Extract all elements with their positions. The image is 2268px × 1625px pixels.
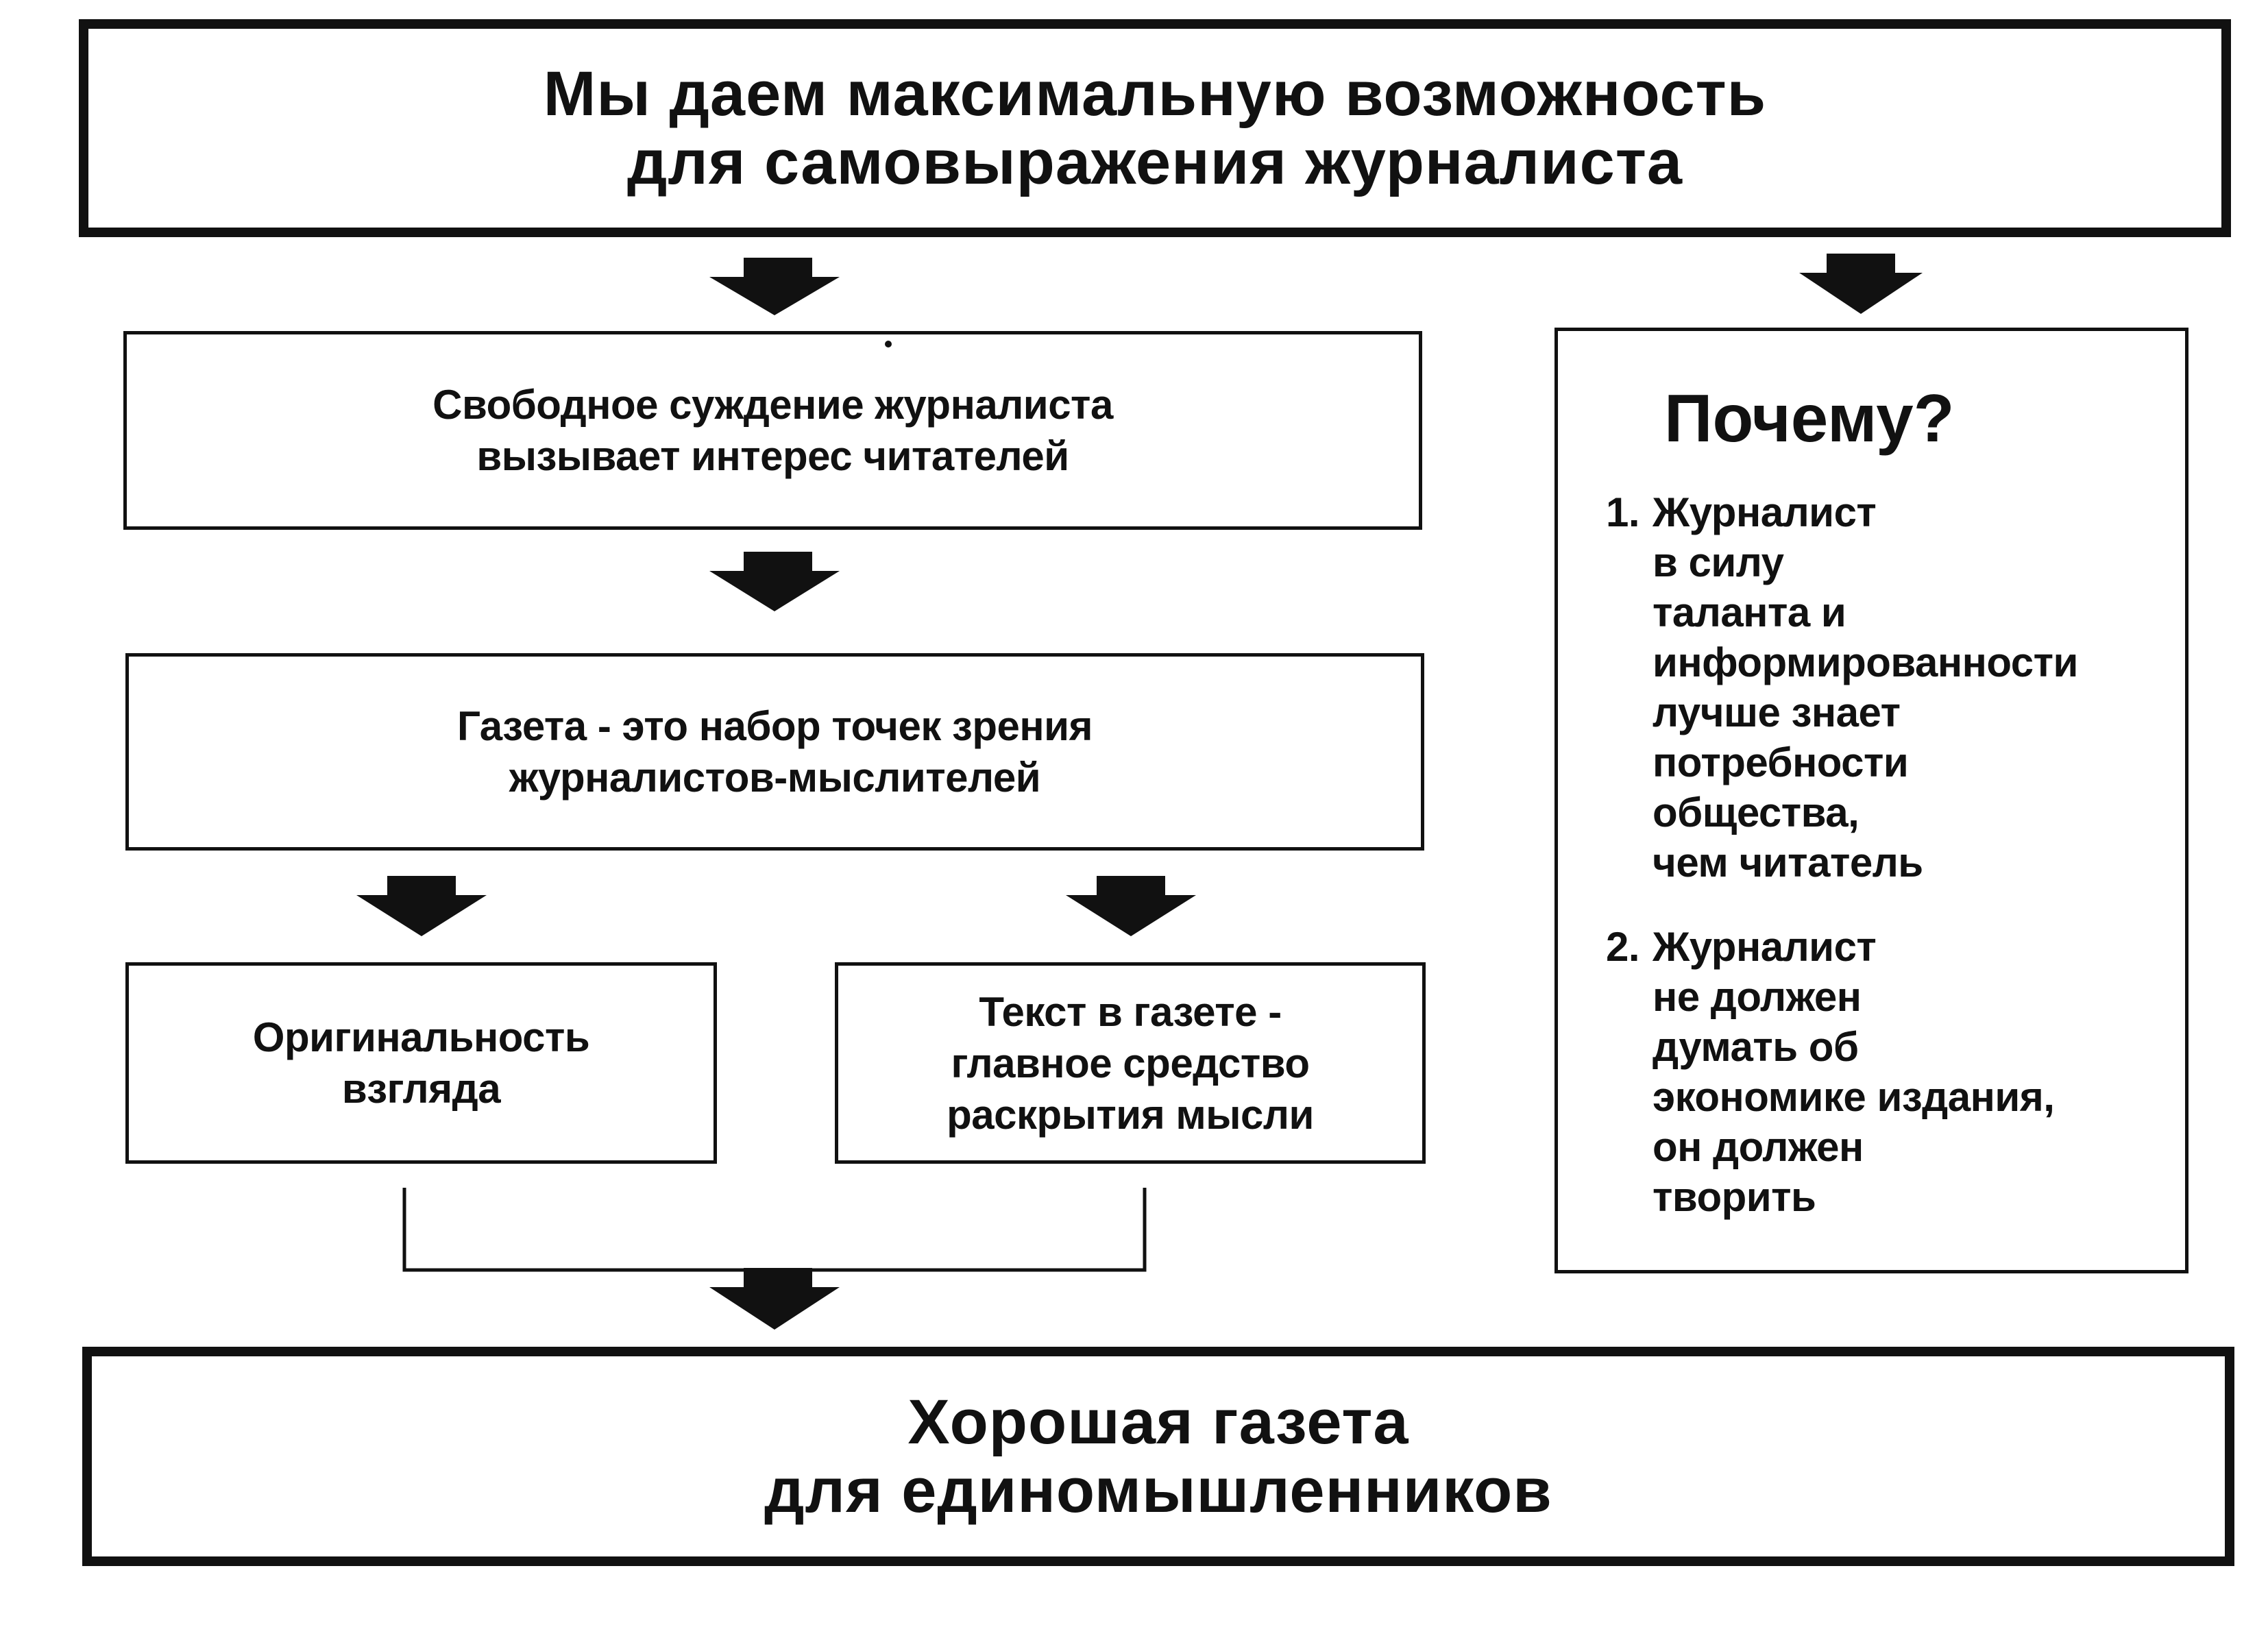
reason-1: 1. Журналист в силу таланта и информиров… xyxy=(1606,487,2078,888)
node-text-means-text: Текст в газете - главное средство раскры… xyxy=(947,986,1314,1140)
arrow-down-icon xyxy=(709,258,840,315)
node-line: Текст в газете - xyxy=(979,988,1282,1035)
node-line: Газета - это набор точек зрения xyxy=(456,703,1093,749)
speck-mark xyxy=(885,341,892,347)
node-newspaper-views: Газета - это набор точек зрения журналис… xyxy=(125,653,1424,851)
why-heading: Почему? xyxy=(1664,380,1955,456)
reason-line: Журналист xyxy=(1653,489,1877,535)
node-newspaper-views-text: Газета - это набор точек зрения журналис… xyxy=(457,700,1093,803)
arrow-down-icon xyxy=(1066,876,1196,936)
header-text: Мы даем максимальную возможность для сам… xyxy=(544,60,1767,197)
footer-line: Хорошая газета xyxy=(907,1387,1409,1457)
reason-number: 1. xyxy=(1606,489,1640,535)
header-line: для самовыражения журналиста xyxy=(626,127,1683,197)
reason-line: Журналист xyxy=(1653,924,1877,970)
footer-text: Хорошая газета для единомышленников xyxy=(764,1388,1552,1525)
reason-body: Журналист не должен думать об экономике … xyxy=(1653,922,2055,1222)
footer-line: для единомышленников xyxy=(764,1456,1552,1526)
arrow-down-icon xyxy=(1799,254,1923,314)
why-panel: Почему? 1. Журналист в силу таланта и ин… xyxy=(1554,328,2188,1273)
arrow-down-icon xyxy=(709,1268,840,1330)
arrow-down-icon xyxy=(709,552,840,611)
header-banner: Мы даем максимальную возможность для сам… xyxy=(79,19,2231,237)
node-line: Свободное суждение журналиста xyxy=(432,382,1113,428)
node-line: журналистов-мыслителей xyxy=(509,755,1041,801)
reason-line: он должен xyxy=(1653,1124,1864,1170)
footer-banner: Хорошая газета для единомышленников xyxy=(82,1347,2234,1566)
reason-line: лучше знает xyxy=(1653,689,1901,735)
reason-line: думать об xyxy=(1653,1024,1859,1070)
reason-line: в силу xyxy=(1653,539,1784,585)
node-free-judgment: Свободное суждение журналиста вызывает и… xyxy=(123,331,1422,530)
header-line: Мы даем максимальную возможность xyxy=(543,59,1767,129)
reason-line: общества, xyxy=(1653,790,1859,835)
reason-line: не должен xyxy=(1653,974,1862,1020)
bracket-connector xyxy=(402,1188,1147,1272)
reason-line: таланта и xyxy=(1653,589,1846,635)
node-line: взгляда xyxy=(341,1066,501,1112)
reason-line: информированности xyxy=(1653,639,2078,685)
node-originality: Оригинальность взгляда xyxy=(125,962,717,1164)
node-free-judgment-text: Свободное суждение журналиста вызывает и… xyxy=(432,379,1113,482)
reason-line: потребности xyxy=(1653,740,1909,785)
reason-line: творить xyxy=(1653,1174,1816,1220)
reason-body: Журналист в силу таланта и информированн… xyxy=(1653,487,2078,888)
node-line: главное средство xyxy=(951,1040,1310,1086)
node-text-means: Текст в газете - главное средство раскры… xyxy=(835,962,1426,1164)
reason-number: 2. xyxy=(1606,924,1640,970)
reason-line: чем читатель xyxy=(1653,840,1923,885)
node-line: вызывает интерес читателей xyxy=(476,433,1069,479)
reason-2: 2. Журналист не должен думать об экономи… xyxy=(1606,922,2055,1222)
arrow-down-icon xyxy=(356,876,487,936)
reason-line: экономике издания, xyxy=(1653,1074,2055,1120)
node-line: Оригинальность xyxy=(252,1014,590,1060)
node-line: раскрытия мысли xyxy=(947,1091,1314,1138)
node-originality-text: Оригинальность взгляда xyxy=(252,1012,590,1114)
